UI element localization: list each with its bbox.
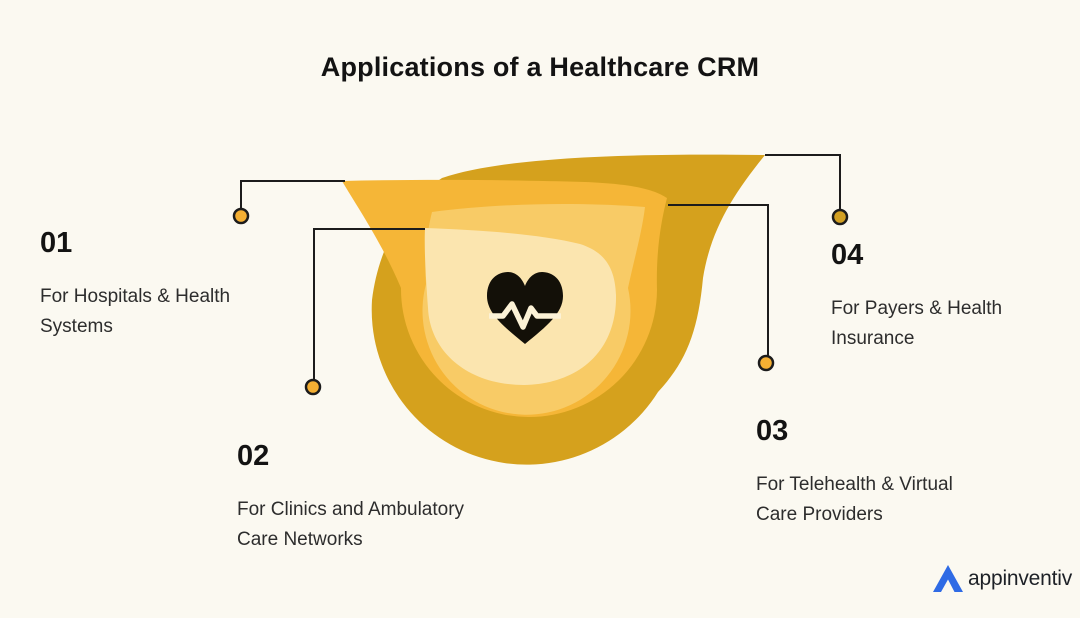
appinventiv-logo-icon <box>933 565 963 592</box>
connector-dot-02 <box>304 378 322 396</box>
pulse-line-icon <box>489 301 561 330</box>
connector-line-01 <box>240 180 345 209</box>
connector-line-02 <box>313 228 425 380</box>
item-03-number: 03 <box>756 415 789 447</box>
item-03-label: For Telehealth & Virtual Care Providers <box>756 474 953 525</box>
brand-wordmark: appinventiv <box>968 567 1073 590</box>
item-04-label: For Payers & Health Insurance <box>831 298 1003 349</box>
connector-line-03 <box>668 204 769 356</box>
item-03: 03 For Telehealth & Virtual Care Provide… <box>756 417 953 529</box>
connector-line-04 <box>765 154 841 210</box>
item-01: 01 For Hospitals & Health Systems <box>40 229 230 341</box>
connector-dot-03 <box>757 354 775 372</box>
heart-icon <box>487 272 563 344</box>
item-04: 04 For Payers & Health Insurance <box>831 241 1002 353</box>
item-04-number: 04 <box>831 239 864 271</box>
connector-dot-04 <box>831 208 849 226</box>
item-02-number: 02 <box>237 440 270 472</box>
item-01-number: 01 <box>40 227 73 259</box>
item-02: 02 For Clinics and Ambulatory Care Netwo… <box>237 442 464 554</box>
page-title: Applications of a Healthcare CRM <box>320 52 760 82</box>
item-01-label: For Hospitals & Health Systems <box>40 286 231 337</box>
item-02-label: For Clinics and Ambulatory Care Networks <box>237 499 465 550</box>
connector-dot-01 <box>232 207 250 225</box>
